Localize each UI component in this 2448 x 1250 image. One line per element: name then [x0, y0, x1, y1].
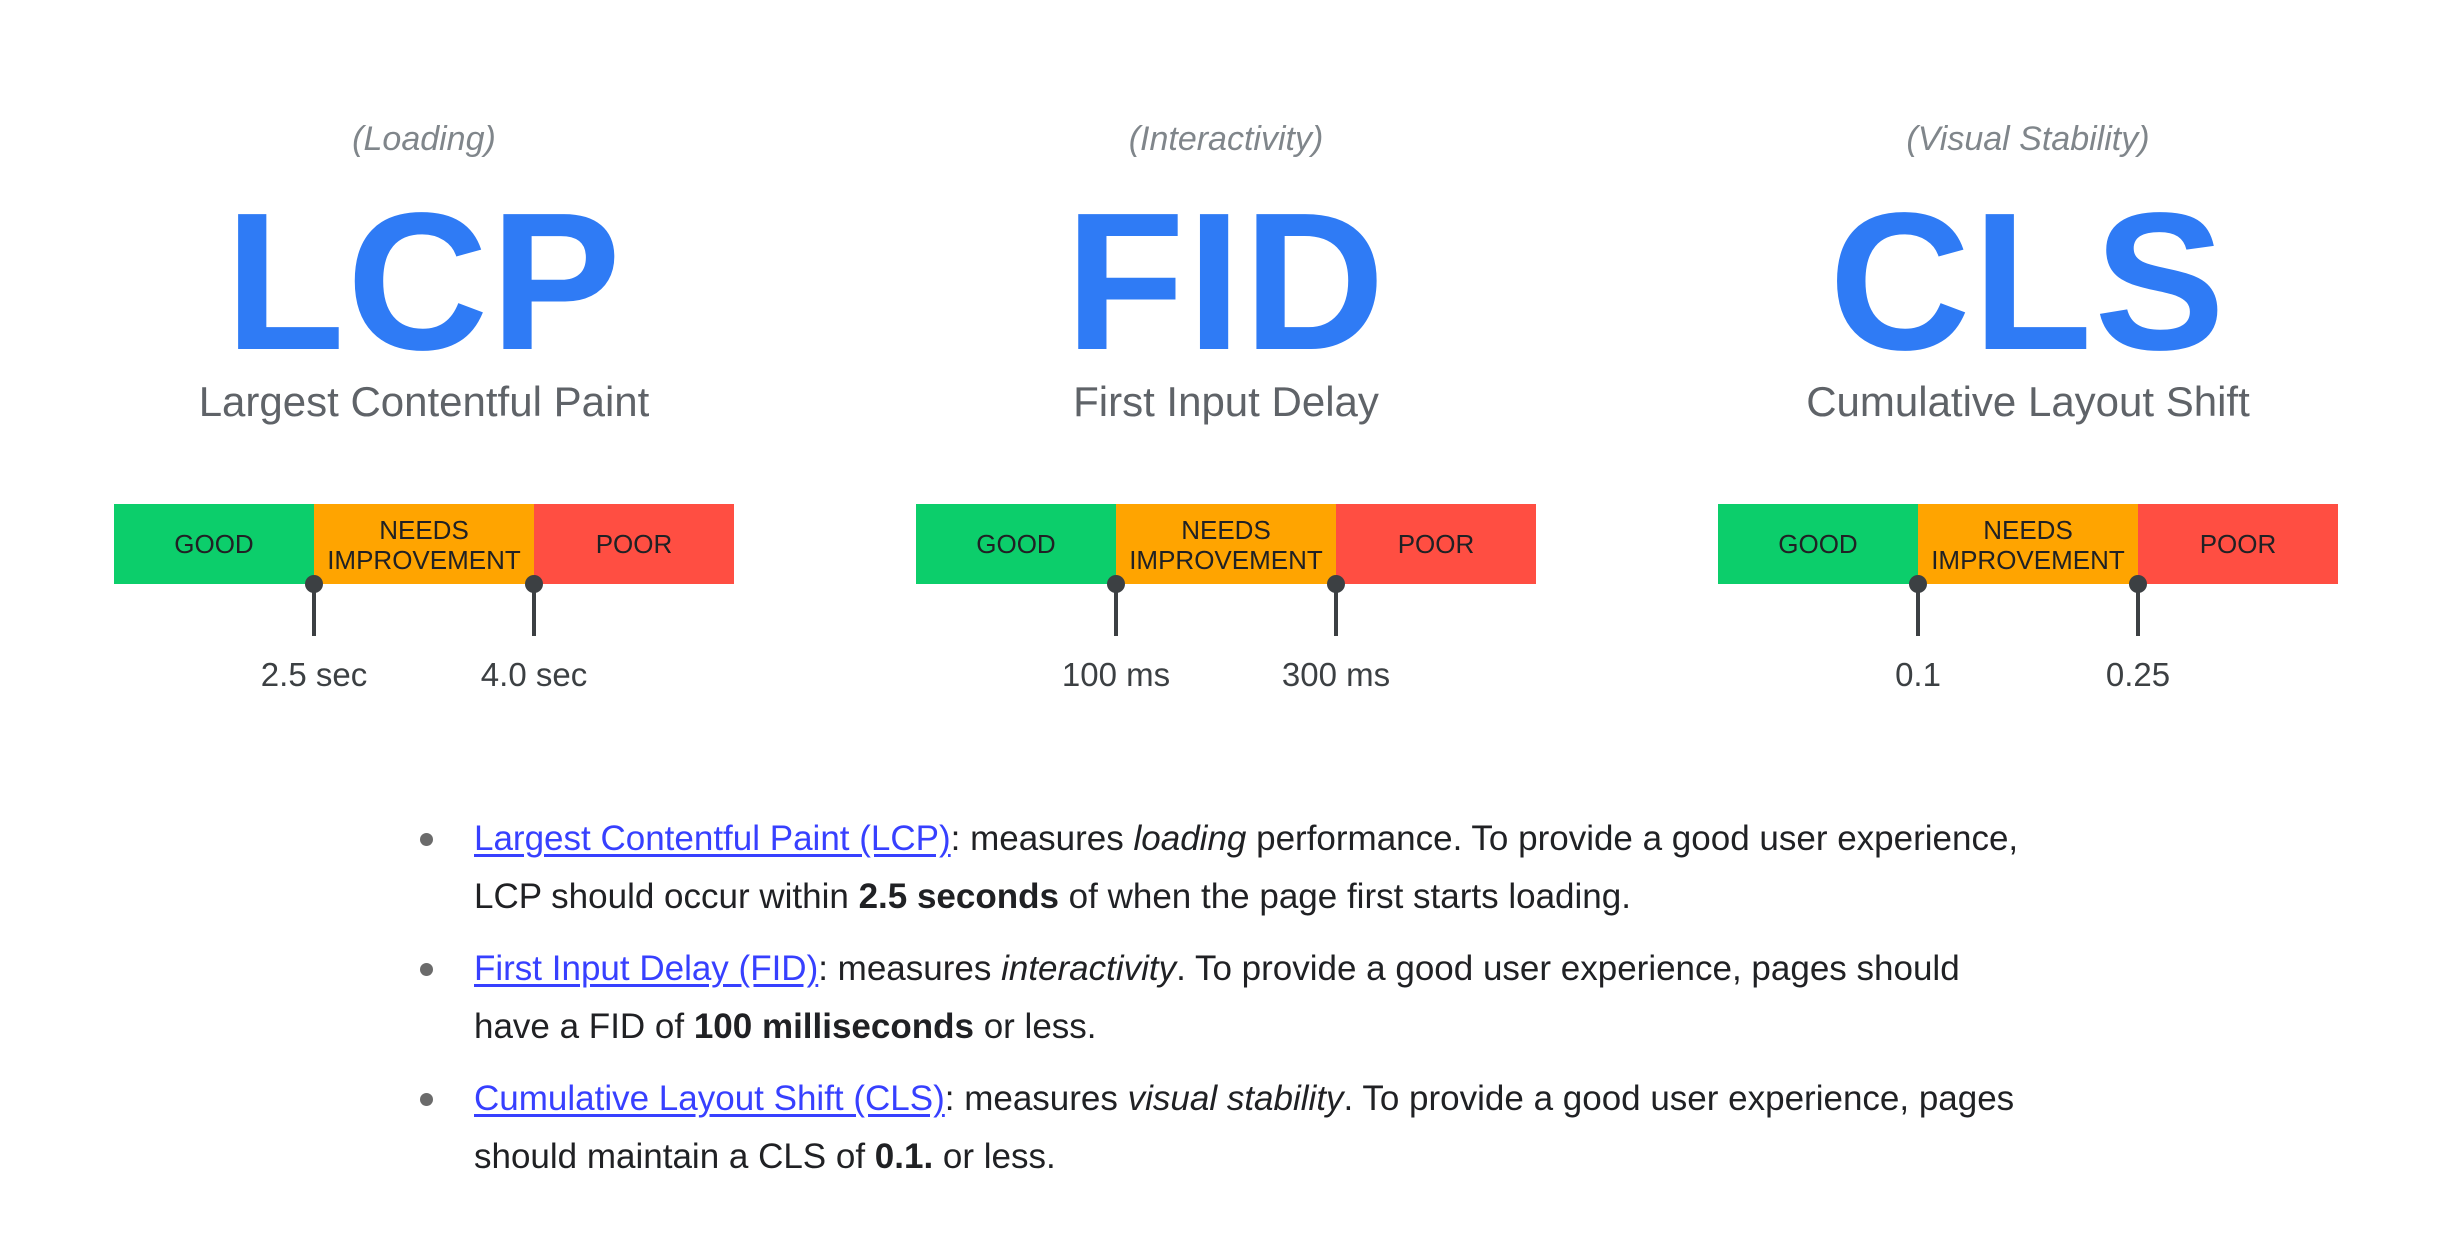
metric-acronym: FID	[1065, 172, 1387, 391]
segment-needs-line1: NEEDS	[379, 515, 469, 545]
metric-category: (Visual Stability)	[1906, 120, 2150, 158]
bullet-emphasis: loading	[1133, 819, 1247, 858]
bullet-text: : measures	[818, 949, 1002, 988]
marker-stem	[1916, 584, 1920, 636]
segment-needs-line2: IMPROVEMENT	[1931, 545, 2125, 575]
metric-fid: (Interactivity) FID First Input Delay GO…	[916, 112, 1536, 712]
bullet-text: performance. To provide a good user expe…	[474, 819, 2019, 916]
threshold-label: 2.5 sec	[260, 656, 368, 693]
marker-stem	[1114, 584, 1118, 636]
segment-needs-line2: IMPROVEMENT	[1129, 545, 1323, 575]
bullet-dot	[420, 963, 433, 976]
metric-full-name: Cumulative Layout Shift	[1806, 378, 2250, 425]
threshold-label: 0.25	[2105, 656, 2171, 693]
list-item-fid: First Input Delay (FID): measures intera…	[420, 940, 2040, 1056]
threshold-bar: GOOD NEEDS IMPROVEMENT POOR	[916, 504, 1536, 584]
bullet-threshold: 2.5 seconds	[858, 877, 1059, 916]
lcp-link[interactable]: Largest Contentful Paint (LCP)	[474, 819, 951, 858]
marker-stem	[2136, 584, 2140, 636]
threshold-bar: GOOD NEEDS IMPROVEMENT POOR	[1718, 504, 2338, 584]
bullet-text: . To provide a good user experience, pag…	[474, 1079, 2015, 1176]
threshold-label: 100 ms	[1061, 656, 1171, 693]
segment-good: GOOD	[1718, 504, 1918, 584]
metric-full-name: Largest Contentful Paint	[198, 378, 650, 425]
bullet-threshold: 0.1.	[874, 1137, 934, 1176]
bullet-emphasis: interactivity	[1001, 949, 1177, 988]
segment-needs-improvement: NEEDS IMPROVEMENT	[1116, 504, 1336, 584]
segment-needs-line1: NEEDS	[1181, 515, 1271, 545]
segment-needs-line2: IMPROVEMENT	[327, 545, 521, 575]
marker-stem	[312, 584, 316, 636]
cls-link[interactable]: Cumulative Layout Shift (CLS)	[474, 1079, 945, 1118]
metric-acronym: CLS	[1829, 172, 2227, 391]
bullet-emphasis: visual stability	[1127, 1079, 1344, 1118]
marker-stem	[1334, 584, 1338, 636]
bullet-threshold: 100 milliseconds	[693, 1007, 974, 1046]
threshold-label: 0.1	[1895, 656, 1941, 693]
list-item-lcp: Largest Contentful Paint (LCP): measures…	[420, 810, 2040, 926]
bullet-text: or less.	[973, 1007, 1097, 1046]
segment-good: GOOD	[916, 504, 1116, 584]
fid-link[interactable]: First Input Delay (FID)	[474, 949, 819, 988]
segment-needs-improvement: NEEDS IMPROVEMENT	[1918, 504, 2138, 584]
metric-category: (Interactivity)	[1128, 120, 1324, 158]
bullet-text: of when the page first starts loading.	[1058, 877, 1631, 916]
metric-category: (Loading)	[352, 120, 496, 158]
metric-cls: (Visual Stability) CLS Cumulative Layout…	[1718, 112, 2338, 712]
metric-lcp: (Loading) LCP Largest Contentful Paint G…	[114, 112, 734, 712]
threshold-label: 4.0 sec	[480, 656, 588, 693]
metric-description-list: Largest Contentful Paint (LCP): measures…	[420, 810, 2040, 1200]
segment-poor: POOR	[534, 504, 734, 584]
list-item-cls: Cumulative Layout Shift (CLS): measures …	[420, 1070, 2040, 1186]
segment-needs-improvement: NEEDS IMPROVEMENT	[314, 504, 534, 584]
bullet-text: : measures	[950, 819, 1134, 858]
metric-full-name: First Input Delay	[1073, 378, 1379, 425]
bullet-text: . To provide a good user experience, pag…	[474, 949, 1960, 1046]
bullet-text: : measures	[944, 1079, 1128, 1118]
metric-acronym: LCP	[225, 172, 623, 391]
segment-poor: POOR	[2138, 504, 2338, 584]
bullet-text: or less.	[933, 1137, 1056, 1176]
segment-poor: POOR	[1336, 504, 1536, 584]
bullet-dot	[420, 833, 433, 846]
threshold-bar: GOOD NEEDS IMPROVEMENT POOR	[114, 504, 734, 584]
bullet-dot	[420, 1093, 433, 1106]
segment-needs-line1: NEEDS	[1983, 515, 2073, 545]
threshold-label: 300 ms	[1281, 656, 1391, 693]
segment-good: GOOD	[114, 504, 314, 584]
marker-stem	[532, 584, 536, 636]
